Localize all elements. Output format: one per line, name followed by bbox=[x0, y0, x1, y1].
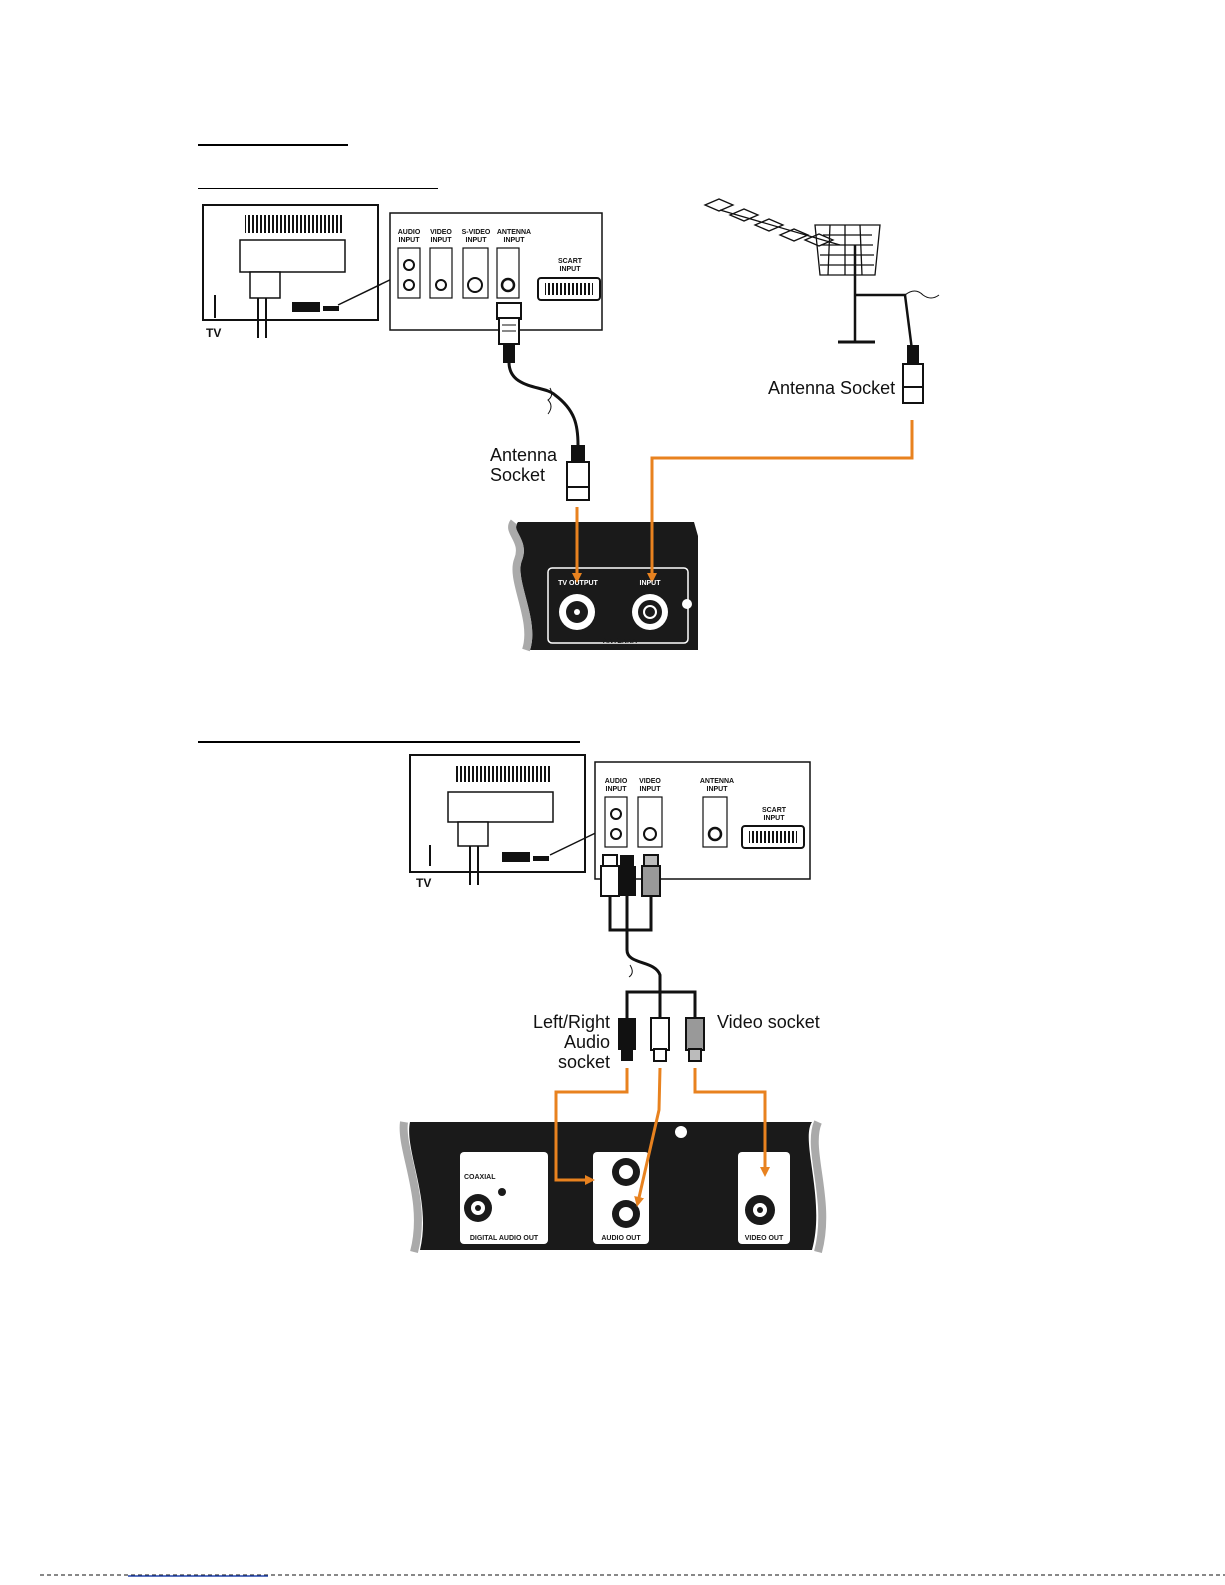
diagram1-caption-aerial-antenna-socket: Antenna Socket bbox=[768, 378, 895, 398]
diagram2-tv-rca-plugs bbox=[601, 855, 660, 990]
diagram1-caption-tv-antenna-socket: Antenna Socket bbox=[490, 445, 560, 485]
diagram2-tv-label: TV bbox=[416, 876, 431, 890]
diagram2-jack-audio-input: AUDIO INPUT bbox=[601, 778, 631, 794]
diagram2-receiver-panel bbox=[404, 1122, 823, 1252]
diagram1-receiver-tv-output-label: TV OUTPUT bbox=[552, 580, 604, 588]
diagram2-video-out-label: VIDEO OUT bbox=[738, 1235, 790, 1243]
diagram1-tv-rear bbox=[203, 205, 378, 338]
diagram1-jack-scart-input: SCART INPUT bbox=[548, 258, 592, 274]
diagram2-caption-video-socket: Video socket bbox=[717, 1012, 820, 1032]
diagram2-coaxial-label: COAXIAL bbox=[464, 1174, 504, 1182]
diagram1-jack-antenna-input: ANTENNA INPUT bbox=[494, 229, 534, 245]
diagram1-jack-video-input: VIDEO INPUT bbox=[426, 229, 456, 245]
diagram1-receiver-antenna-group-label: ANTENNA bbox=[590, 638, 650, 646]
diagram1-receiver-antenna-plug bbox=[567, 445, 589, 500]
diagram1-receiver-input-label: INPUT bbox=[628, 580, 672, 588]
diagram1-tv-label: TV bbox=[206, 326, 221, 340]
diagram2-caption-audio-socket: Left/Right Audio socket bbox=[508, 1012, 610, 1072]
diagram1-jack-svideo-input: S-VIDEO INPUT bbox=[458, 229, 494, 245]
aerial-antenna-plug bbox=[903, 345, 923, 403]
aerial-antenna bbox=[705, 199, 939, 350]
diagram2-digital-audio-out-label: DIGITAL AUDIO OUT bbox=[460, 1235, 548, 1243]
diagram2-receiver-rca-plugs bbox=[618, 990, 704, 1061]
diagram1-jack-audio-input: AUDIO INPUT bbox=[394, 229, 424, 245]
diagram2-jack-video-input: VIDEO INPUT bbox=[635, 778, 665, 794]
diagram2-jack-antenna-input: ANTENNA INPUT bbox=[697, 778, 737, 794]
diagram2-tv-rear bbox=[410, 755, 585, 885]
diagram2-audio-out-label: AUDIO OUT bbox=[593, 1235, 649, 1243]
diagram2-jack-scart-input: SCART INPUT bbox=[752, 807, 796, 823]
